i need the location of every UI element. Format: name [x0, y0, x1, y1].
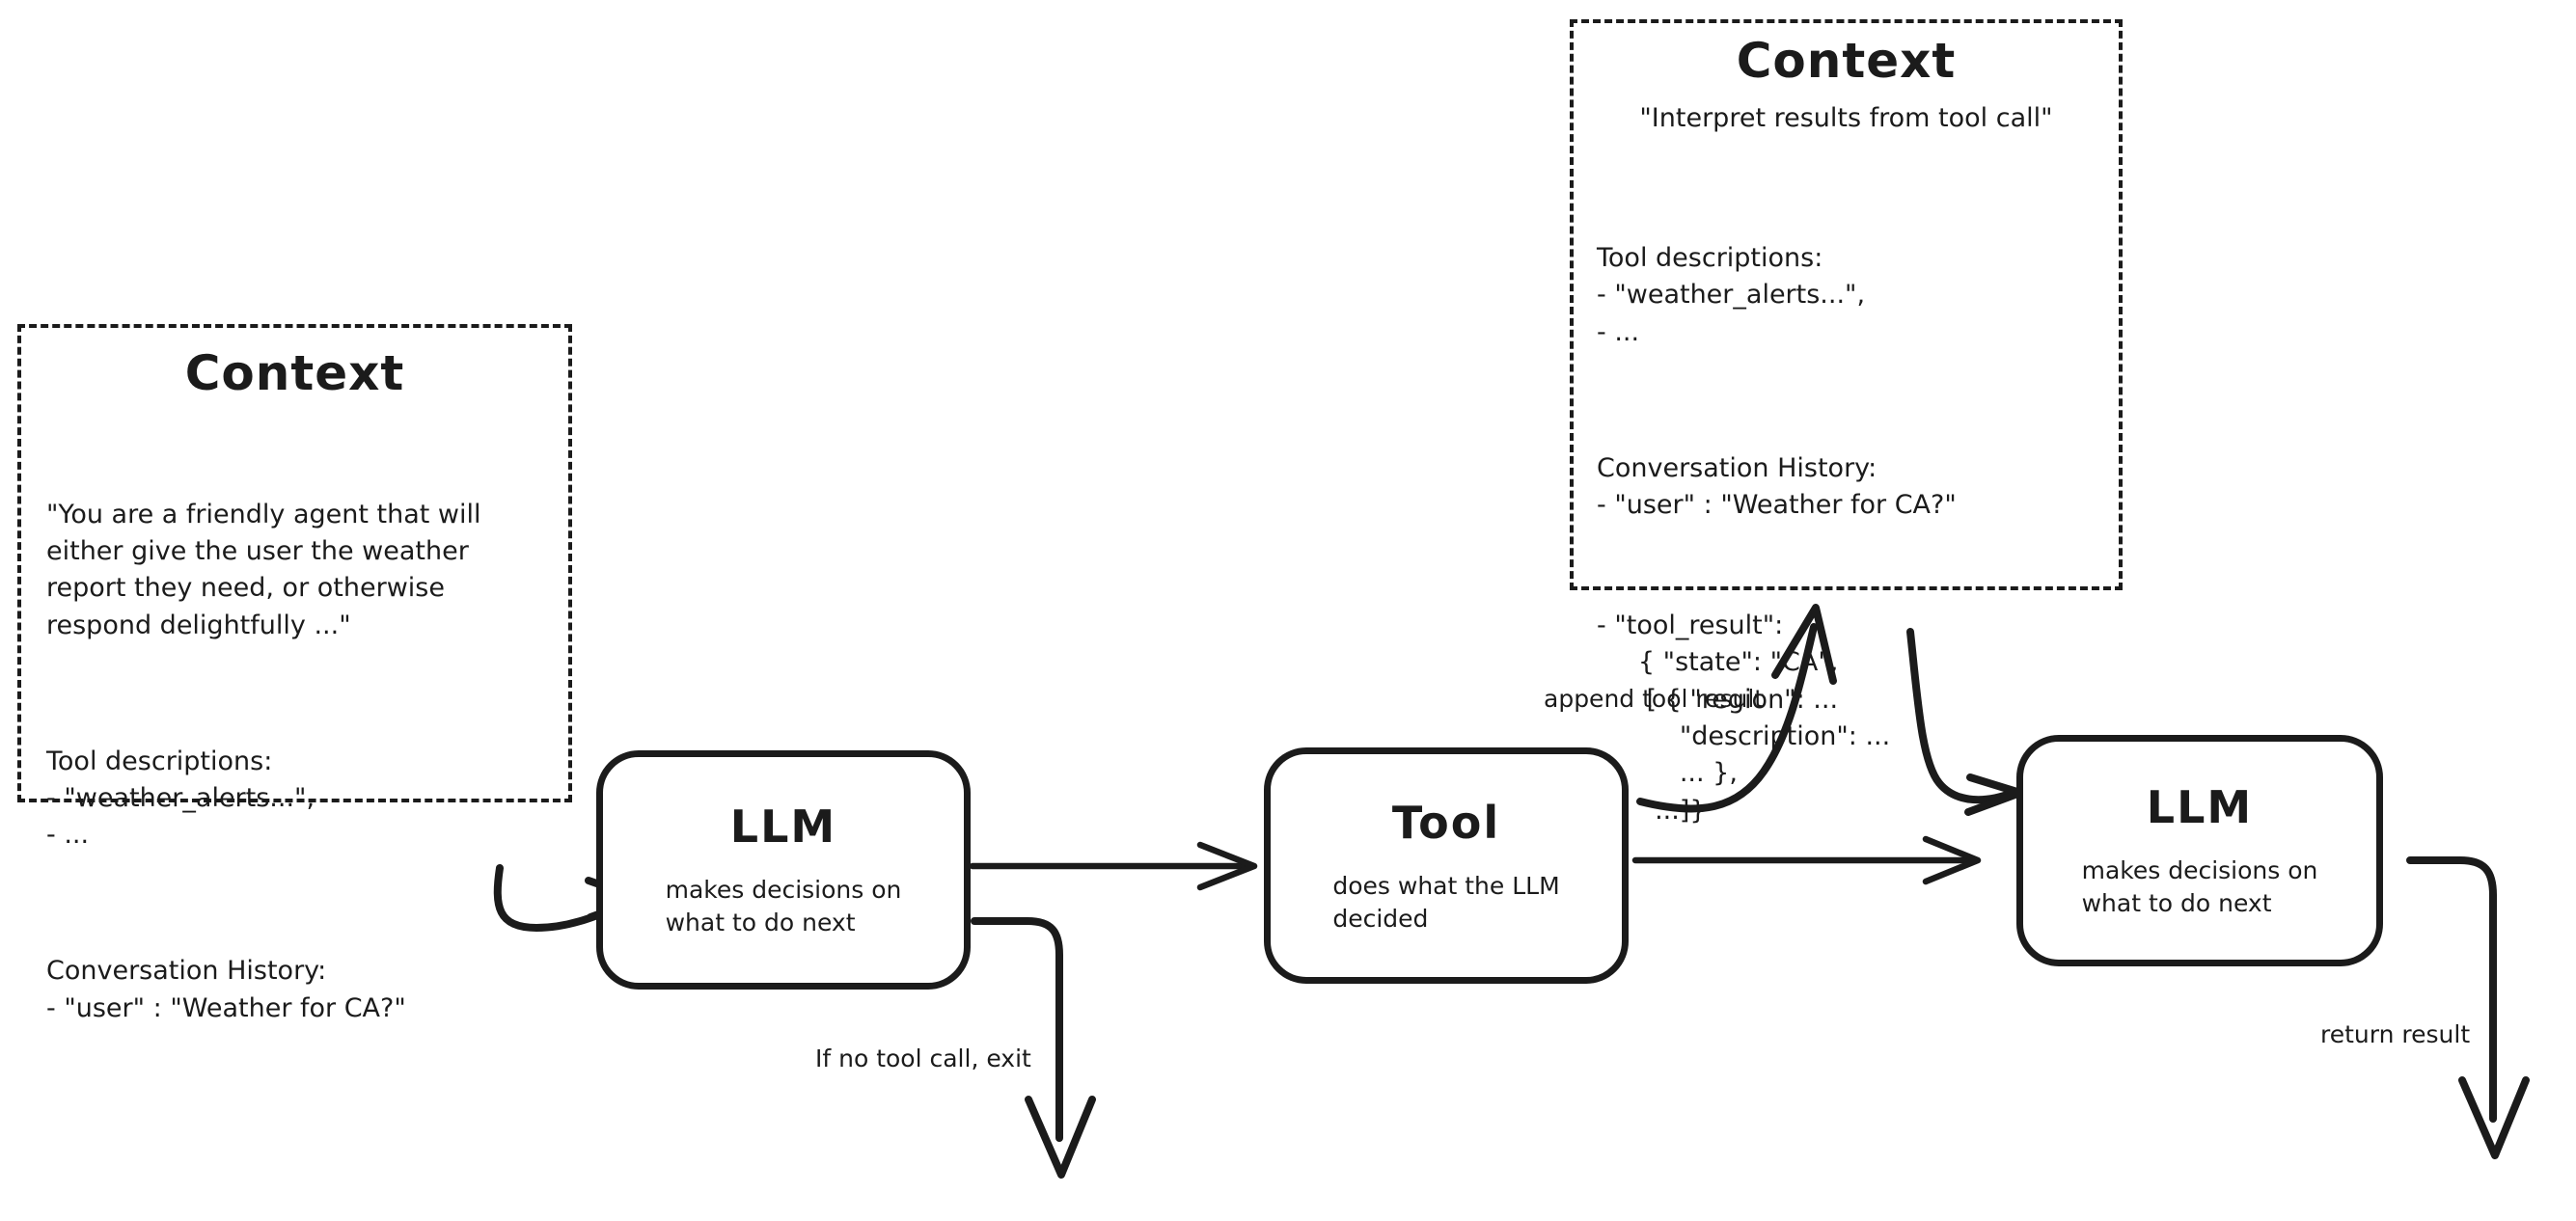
edge-label-if-no-tool-call-exit: If no tool call, exit	[815, 1045, 1031, 1072]
node-llm-second[interactable]: LLM makes decisions on what to do next	[2016, 735, 2383, 966]
context-after-tool-conversation-history: Conversation History: - "user" : "Weathe…	[1597, 452, 1957, 520]
context-after-tool-tool-descriptions: Tool descriptions: - "weather_alerts..."…	[1597, 242, 1866, 347]
node-llm-first-subtitle: makes decisions on what to do next	[665, 876, 902, 936]
edge-label-return-result: return result	[2320, 1020, 2471, 1048]
node-llm-first-title: LLM	[729, 800, 837, 854]
context-after-tool-title: Context	[1736, 33, 1957, 89]
context-initial-conversation-history: Conversation History: - "user" : "Weathe…	[46, 956, 406, 1023]
node-tool[interactable]: Tool does what the LLM decided	[1264, 747, 1629, 984]
context-after-tool-tool-result: - "tool_result": { "state": "CA", [ { "r…	[1597, 610, 1891, 826]
arrow-llm1-to-tool	[969, 841, 1258, 891]
node-llm-second-subtitle: makes decisions on what to do next	[2081, 856, 2318, 917]
context-initial-tool-descriptions: Tool descriptions: - "weather_alerts..."…	[46, 746, 315, 851]
edge-label-append-tool-result: append tool result	[1544, 685, 1765, 713]
arrow-llm2-return	[2406, 856, 2530, 1159]
context-box-initial: Context "You are a friendly agent that w…	[17, 324, 572, 1023]
context-after-tool-body: Tool descriptions: - "weather_alerts..."…	[1597, 166, 2096, 903]
node-llm-second-title: LLM	[2146, 781, 2254, 834]
node-tool-title: Tool	[1391, 796, 1501, 849]
context-after-tool-quote: "Interpret results from tool call"	[1639, 103, 2053, 133]
context-box-after-tool: Context "Interpret results from tool cal…	[1570, 19, 2123, 826]
context-initial-system-prompt: "You are a friendly agent that will eith…	[46, 499, 481, 640]
context-initial-title: Context	[184, 345, 405, 401]
node-llm-first[interactable]: LLM makes decisions on what to do next	[596, 750, 971, 990]
node-tool-subtitle: does what the LLM decided	[1332, 871, 1560, 933]
context-initial-body: "You are a friendly agent that will eith…	[46, 422, 543, 1101]
